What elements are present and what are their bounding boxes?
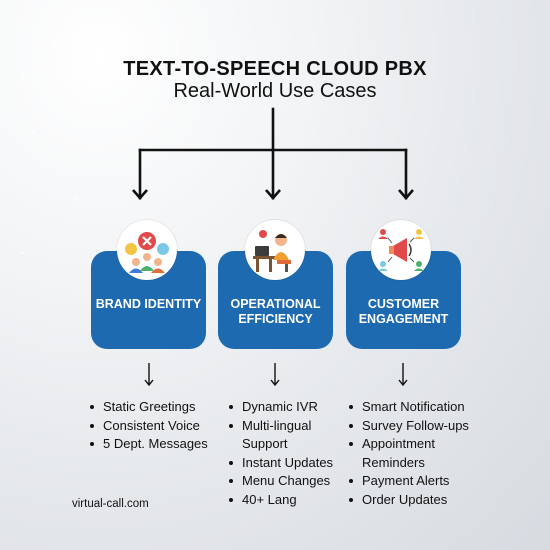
list-item: Order Updates [348,491,469,510]
list-item: 40+ Lang [228,491,333,510]
arrowhead-left [132,189,148,200]
down-arrowhead-left [144,379,154,387]
page-title: TEXT-TO-SPEECH CLOUD PBX [123,58,427,80]
arrowhead-right [398,189,414,200]
icon-circle-brand-identity [117,220,177,280]
list-item: Menu Changes [228,472,333,491]
arrowhead-center [265,189,281,200]
card-label-customer-engagement: CUSTOMER ENGAGEMENT [358,297,449,326]
workdesk-person-icon [253,230,291,272]
down-arrowhead-right [398,379,408,387]
list-brand-identity: Static Greetings Consistent Voice 5 Dept… [89,398,208,454]
page-subtitle: Real-World Use Cases [173,80,377,102]
icon-circle-customer-engagement [371,220,431,280]
icon-circle-operational-efficiency [245,220,305,280]
card-customer-engagement: CUSTOMER ENGAGEMENT [346,251,461,349]
list-item: Static Greetings [89,398,208,417]
megaphone-network-icon [378,229,424,271]
list-item: Survey Follow-ups [348,417,469,436]
card-label-brand-identity: BRAND IDENTITY [95,297,202,311]
list-item: 5 Dept. Messages [89,435,208,454]
card-label-operational-efficiency: OPERATIONAL EFFICIENCY [230,297,321,326]
list-item: Consistent Voice [89,417,208,436]
list-item: Dynamic IVR [228,398,333,417]
list-item: Payment Alerts [348,472,469,491]
list-item: Instant Updates [228,454,333,473]
footer-website: virtual-call.com [72,498,149,510]
down-arrowhead-center [270,379,280,387]
list-item: Smart Notification [348,398,469,417]
list-customer-engagement: Smart Notification Survey Follow-ups App… [348,398,469,509]
team-chat-icon [125,232,169,273]
card-operational-efficiency: OPERATIONAL EFFICIENCY [218,251,333,349]
